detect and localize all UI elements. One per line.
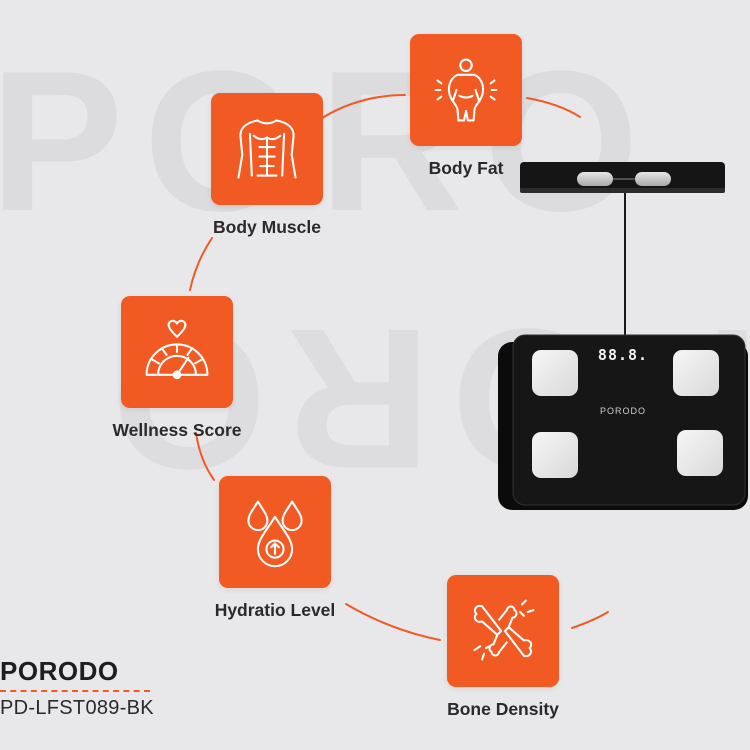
connector-arc xyxy=(321,94,406,119)
handle-electrode-left xyxy=(577,172,613,186)
feature-label: Wellness Score xyxy=(112,420,242,440)
scale-brand-text: PORODO xyxy=(600,406,646,416)
scale-display: 88.8. xyxy=(598,346,648,364)
handle-electrode-right xyxy=(635,172,671,186)
connector-arc xyxy=(195,432,215,481)
bone-density-tile xyxy=(447,575,559,687)
body-fat-icon xyxy=(434,58,498,122)
connector-arc xyxy=(526,97,581,118)
bone-icon xyxy=(473,599,535,661)
feature-label: Body Muscle xyxy=(213,217,321,237)
body-muscle-tile xyxy=(211,93,323,205)
model-number: PD-LFST089-BK xyxy=(0,697,154,719)
feature-label: Hydratio Level xyxy=(214,600,336,620)
foot-pad-bottom-left xyxy=(532,432,578,478)
feature-label: Body Fat xyxy=(428,158,504,178)
muscle-torso-icon xyxy=(237,119,297,179)
foot-pad-bottom-right xyxy=(677,430,723,476)
brand-block: PORODO PD-LFST089-BK xyxy=(0,656,170,720)
foot-pad-top-left xyxy=(532,350,578,396)
scale-handle xyxy=(520,162,725,193)
water-drops-icon xyxy=(247,500,303,568)
body-fat-tile xyxy=(410,34,522,146)
feature-hydration-level: Hydratio Level xyxy=(200,476,350,621)
heart-gauge-icon xyxy=(145,319,209,380)
feature-bone-density: Bone Density xyxy=(428,575,578,720)
hydration-level-tile xyxy=(219,476,331,588)
connector-arc xyxy=(189,237,213,291)
brand-divider xyxy=(0,690,150,692)
feature-label: Bone Density xyxy=(447,699,559,719)
feature-body-fat: Body Fat xyxy=(391,34,541,179)
connector-arc xyxy=(345,603,441,641)
brand-logo: PORODO xyxy=(0,656,119,686)
wellness-score-tile xyxy=(121,296,233,408)
feature-body-muscle: Body Muscle xyxy=(192,93,342,238)
scale-platform: 88.8. PORODO xyxy=(498,334,748,510)
connector-arc xyxy=(571,611,609,629)
foot-pad-top-right xyxy=(673,350,719,396)
feature-wellness-score: Wellness Score xyxy=(102,296,252,441)
smart-scale-device: 88.8. PORODO xyxy=(498,162,748,510)
